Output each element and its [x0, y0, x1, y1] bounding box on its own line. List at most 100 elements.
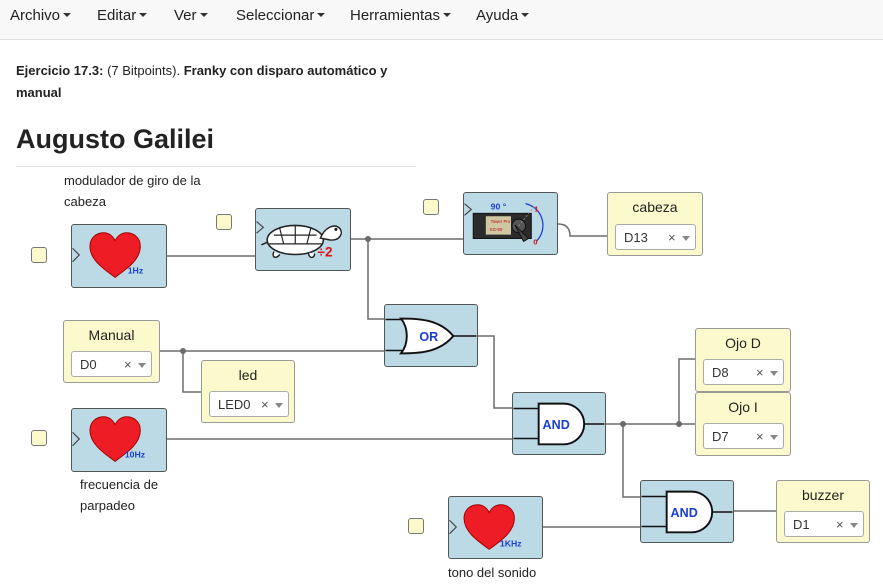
menu-ayuda[interactable]: Ayuda	[476, 7, 530, 24]
chevron-down-icon[interactable]	[682, 236, 690, 241]
clock-head-label: modulador de giro de la cabeza	[64, 173, 201, 209]
menu-seleccionar-label: Seleccionar	[236, 7, 315, 24]
heart-icon: 10Hz	[72, 416, 146, 462]
exercise-title: Franky con disparo automático y manual	[16, 63, 388, 100]
clock-head-freq: 1Hz	[128, 265, 144, 275]
component-manual-title: Manual	[88, 327, 135, 343]
divider-block[interactable]: ÷2	[255, 208, 351, 271]
component-ojo-d-title: Ojo D	[725, 335, 761, 351]
component-buzzer-title: buzzer	[801, 487, 845, 503]
menu-editar[interactable]: Editar	[97, 7, 148, 24]
servo-block[interactable]: Tower Pro SG-90 90 ° 1 0	[463, 192, 558, 255]
menu-herramientas[interactable]: Herramientas	[350, 7, 452, 24]
chevron-down-icon[interactable]	[770, 435, 778, 440]
and-gate-icon: AND	[641, 490, 733, 534]
turtle-icon: ÷2	[256, 221, 342, 259]
wire-junction	[180, 348, 186, 354]
servo-input[interactable]	[423, 199, 439, 215]
wire-junction	[620, 421, 626, 427]
component-buzzer: buzzer D1 ×	[776, 480, 870, 543]
wire-divider-to-or	[367, 239, 384, 320]
divider	[16, 166, 416, 167]
heart-icon: 1Hz	[72, 232, 144, 278]
clock-blink-freq: 10Hz	[125, 449, 146, 459]
divider-input[interactable]	[216, 214, 232, 230]
menu-seleccionar[interactable]: Seleccionar	[236, 7, 326, 24]
chevron-down-icon[interactable]	[138, 363, 146, 368]
menu-editar-label: Editar	[97, 7, 137, 24]
clock-head-input[interactable]	[31, 247, 47, 263]
chevron-down-icon[interactable]	[770, 371, 778, 376]
clear-icon[interactable]: ×	[836, 517, 844, 532]
and-gate-2-block[interactable]: AND	[640, 480, 734, 543]
clock-blink-input[interactable]	[31, 430, 47, 446]
servo-icon: Tower Pro SG-90 90 ° 1 0	[464, 201, 544, 246]
servo-mark-low: 0	[533, 237, 537, 246]
clock-head-block[interactable]: 1Hz	[71, 224, 167, 288]
pin-select-led[interactable]: LED0 ×	[209, 391, 289, 417]
clock-tone-freq: 1KHz	[500, 538, 522, 548]
servo-model: SG-90	[490, 227, 503, 232]
component-cabeza-title: cabeza	[632, 199, 678, 215]
pin-select-value: D13	[624, 230, 648, 245]
wire-junction	[365, 236, 371, 242]
component-ojo-d: Ojo D D8 ×	[695, 328, 791, 392]
and-gate-icon: AND	[513, 402, 605, 446]
pin-select-value: D8	[712, 365, 729, 380]
clear-icon[interactable]: ×	[668, 230, 676, 245]
chevron-down-icon	[443, 13, 452, 17]
chevron-down-icon	[521, 13, 530, 17]
chevron-down-icon	[317, 13, 326, 17]
wire-to-ojo-d	[678, 358, 695, 424]
clock-blink-block[interactable]: 10Hz	[71, 408, 167, 472]
pin-select-ojo-d[interactable]: D8 ×	[703, 359, 784, 385]
clock-blink-label: frecuencia de parpadeo	[80, 477, 159, 513]
menu-bar: Archivo Editar Ver Seleccionar Herramien…	[0, 0, 883, 40]
clear-icon[interactable]: ×	[261, 397, 269, 412]
clock-tone-input[interactable]	[408, 518, 424, 534]
servo-mark-high: 1	[534, 204, 539, 213]
menu-ver-label: Ver	[174, 7, 197, 24]
chevron-down-icon[interactable]	[275, 403, 283, 408]
component-led: led LED0 ×	[201, 360, 295, 423]
pin-select-buzzer[interactable]: D1 ×	[784, 511, 864, 537]
pin-select-value: D1	[793, 517, 810, 532]
component-cabeza: cabeza D13 ×	[607, 192, 703, 256]
servo-angle: 90 °	[491, 201, 507, 211]
menu-herramientas-label: Herramientas	[350, 7, 441, 24]
wire-manual-to-led	[182, 351, 201, 393]
wire-and1-to-and2	[622, 424, 640, 498]
or-gate-label: OR	[419, 330, 438, 344]
component-led-title: led	[238, 367, 258, 383]
exercise-heading: Ejercicio 17.3: (7 Bitpoints). Franky co…	[16, 60, 416, 104]
divider-ratio: ÷2	[318, 244, 333, 259]
heart-icon: 1KHz	[449, 504, 522, 550]
chevron-down-icon	[139, 13, 148, 17]
pin-select-manual[interactable]: D0 ×	[71, 351, 152, 377]
clear-icon[interactable]: ×	[756, 429, 764, 444]
chevron-down-icon	[63, 13, 72, 17]
wire-junction	[676, 421, 682, 427]
and-gate-2-label: AND	[671, 506, 698, 520]
and-gate-1-block[interactable]: AND	[512, 392, 606, 455]
exercise-number: Ejercicio 17.3:	[16, 63, 104, 78]
menu-archivo[interactable]: Archivo	[10, 7, 72, 24]
pin-select-cabeza[interactable]: D13 ×	[615, 224, 696, 250]
or-gate-icon: OR	[385, 317, 477, 355]
clock-tone-label: tono del sonido	[448, 565, 537, 580]
servo-brand: Tower Pro	[491, 219, 511, 224]
component-manual: Manual D0 ×	[63, 320, 160, 383]
clear-icon[interactable]: ×	[756, 365, 764, 380]
menu-archivo-label: Archivo	[10, 7, 61, 24]
or-gate-block[interactable]: OR	[384, 304, 478, 367]
menu-ayuda-label: Ayuda	[476, 7, 519, 24]
wire-or-to-and1	[478, 335, 512, 409]
clear-icon[interactable]: ×	[124, 357, 132, 372]
component-ojo-i: Ojo I D7 ×	[695, 392, 791, 456]
clock-tone-block[interactable]: 1KHz	[448, 496, 543, 559]
menu-ver[interactable]: Ver	[174, 7, 208, 24]
chevron-down-icon[interactable]	[850, 523, 858, 528]
pin-select-ojo-i[interactable]: D7 ×	[703, 423, 784, 449]
chevron-down-icon	[199, 13, 208, 17]
